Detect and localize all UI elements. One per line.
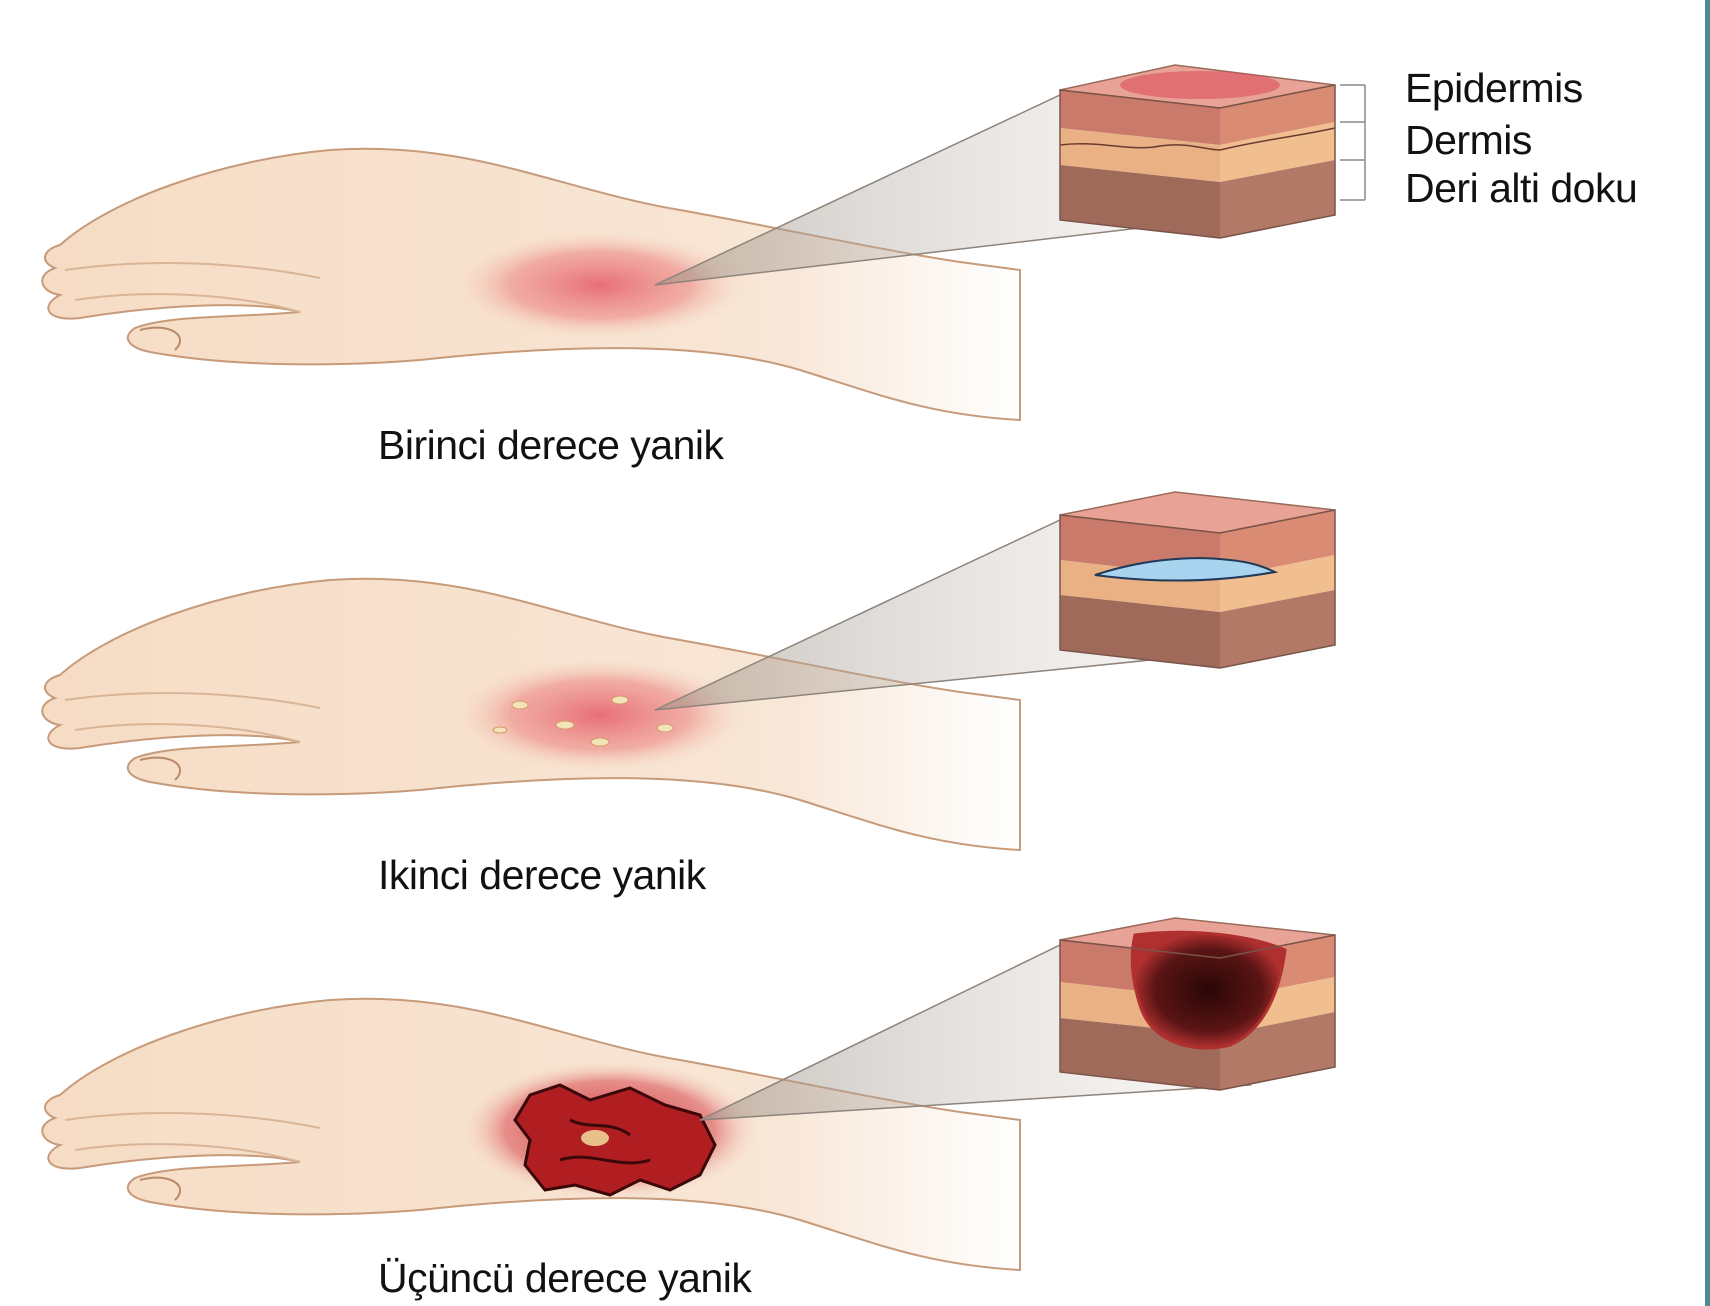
label-subcutaneous: Deri alti doku <box>1405 168 1637 209</box>
skin-cross-section-2 <box>1060 492 1335 668</box>
skin-cross-section-1 <box>1060 65 1365 238</box>
label-dermis: Dermis <box>1405 120 1532 161</box>
first-degree-burn-area <box>450 230 750 340</box>
label-epidermis: Epidermis <box>1405 68 1583 109</box>
skin-cross-section-3 <box>1060 918 1335 1090</box>
caption-first-degree: Birinci derece yanik <box>378 425 724 466</box>
caption-third-degree: Üçüncü derece yanik <box>378 1258 751 1299</box>
frame-border <box>1705 0 1710 1306</box>
caption-second-degree: Ikinci derece yanik <box>378 855 706 896</box>
second-degree-burn-area <box>450 657 750 773</box>
